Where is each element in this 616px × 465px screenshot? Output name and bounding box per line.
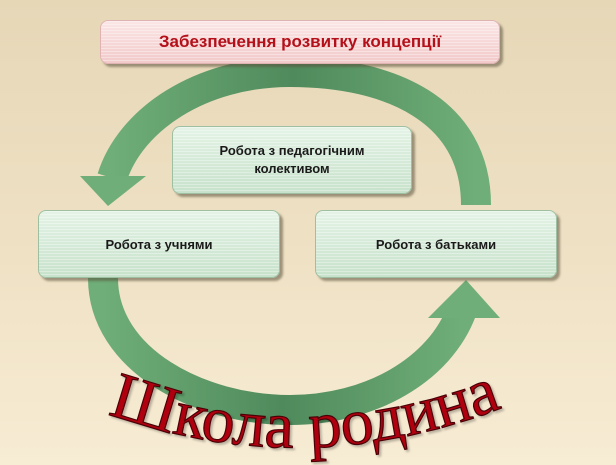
title-text: Забезпечення розвитку концепції xyxy=(158,32,442,51)
left-box-text: Робота з учнями xyxy=(105,236,213,252)
wordart-title: Школа родина xyxy=(102,353,508,464)
left-box: Робота з учнями xyxy=(38,210,280,278)
center-box-text: Робота з педагогічним колективом xyxy=(219,143,365,176)
right-box-text: Робота з батьками xyxy=(375,236,497,252)
top-arrow xyxy=(80,56,491,206)
center-box: Робота з педагогічним колективом xyxy=(172,126,412,194)
right-box: Робота з батьками xyxy=(315,210,557,278)
title-box: Забезпечення розвитку концепції xyxy=(100,20,500,64)
bottom-arrow xyxy=(88,277,500,426)
